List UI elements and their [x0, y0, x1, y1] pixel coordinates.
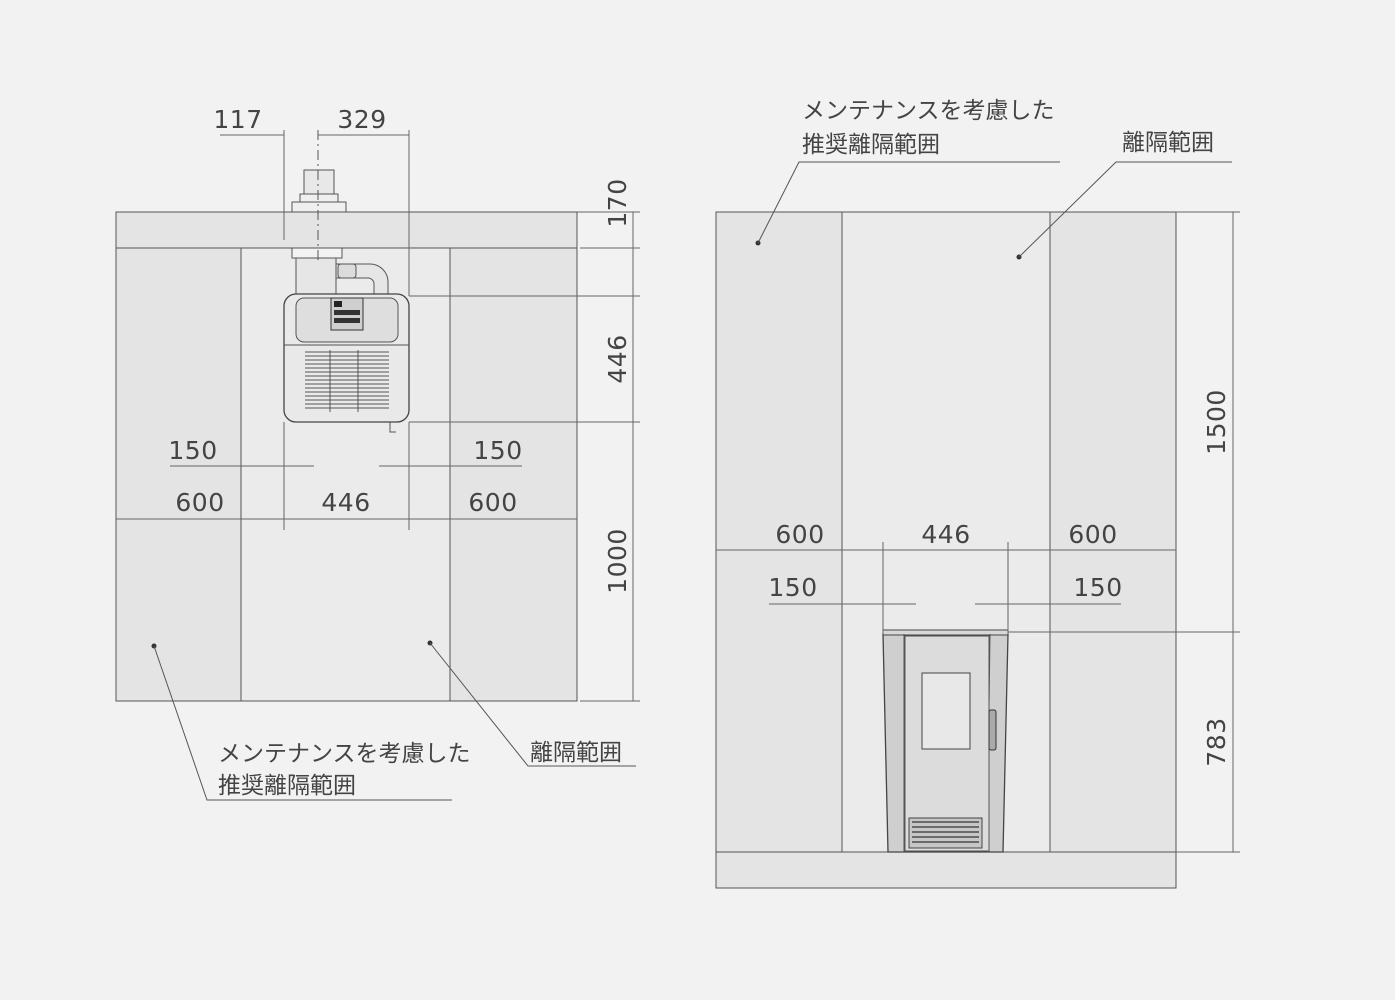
front-maintenance-label-line1: メンテナンスを考慮した: [802, 98, 1055, 124]
dim-117: 117: [213, 105, 262, 134]
front-dim-600-left: 600: [775, 520, 824, 549]
front-maintenance-label-line2: 推奨離隔範囲: [802, 132, 940, 158]
dim-150-right: 150: [473, 436, 522, 465]
top-view: 117 329 170 446 1000 150 150 600 446 600…: [115, 105, 640, 801]
front-dim-446: 446: [921, 520, 970, 549]
dim-1000: 1000: [603, 528, 632, 594]
front-clearance-label: 離隔範囲: [1122, 130, 1214, 156]
front-dim-150-right: 150: [1073, 573, 1122, 602]
top-maintenance-label-line2: 推奨離隔範囲: [218, 773, 356, 799]
dim-446-depth: 446: [603, 334, 632, 383]
dim-600-right: 600: [468, 488, 517, 517]
dim-170: 170: [603, 178, 632, 227]
front-floor: [715, 851, 1177, 889]
dim-329: 329: [337, 105, 386, 134]
front-dim-150-left: 150: [768, 573, 817, 602]
dim-150-left: 150: [168, 436, 217, 465]
front-dim-783: 783: [1202, 717, 1231, 766]
pellet-stove-front-icon: [882, 629, 1009, 853]
front-dim-1500: 1500: [1202, 389, 1231, 455]
dim-446-width: 446: [321, 488, 370, 517]
dim-600-left: 600: [175, 488, 224, 517]
pellet-stove-top-icon: [283, 169, 410, 433]
front-dim-600-right: 600: [1068, 520, 1117, 549]
top-clearance-label: 離隔範囲: [530, 740, 622, 766]
top-maintenance-label-line1: メンテナンスを考慮した: [218, 741, 471, 767]
top-wall: [115, 211, 578, 249]
front-view: 600 446 600 150 150 1500 783 メンテナンスを考慮した…: [715, 98, 1240, 889]
